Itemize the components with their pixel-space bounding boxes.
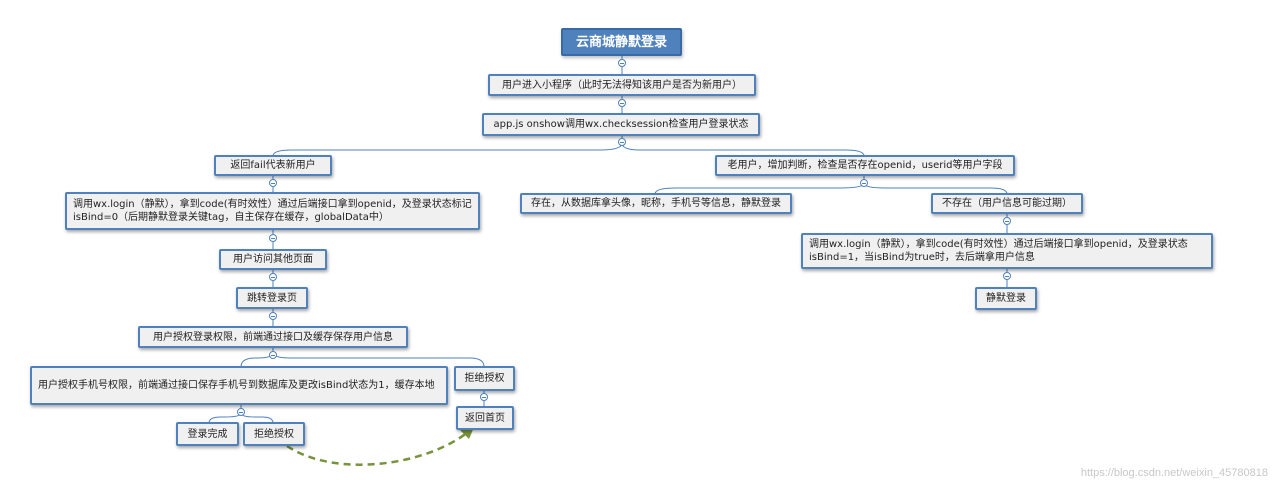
node-not-exists[interactable]: 不存在（用户信息可能过期） (931, 193, 1083, 214)
node-label: 跳转登录页 (247, 292, 297, 304)
root-node-label: 云商城静默登录 (575, 34, 667, 50)
collapse-toggle[interactable] (618, 99, 626, 107)
node-label: 拒绝授权 (254, 428, 294, 440)
node-right-wx-login[interactable]: 调用wx.login（静默），拿到code(有时效性）通过后端接口拿到openi… (801, 233, 1213, 269)
node-exists[interactable]: 存在，从数据库拿头像，昵称，手机号等信息，静默登录 (520, 193, 792, 214)
node-login-complete[interactable]: 登录完成 (176, 422, 239, 446)
collapse-toggle[interactable] (269, 351, 277, 359)
node-label: 用户授权手机号权限，前端通过接口保存手机号到数据库及更改isBind状态为1，缓… (38, 380, 435, 391)
node-jump-login-page[interactable]: 跳转登录页 (236, 287, 308, 309)
node-new-user[interactable]: 返回fail代表新用户 (214, 155, 332, 176)
node-label: 老用户，增加判断，检查是否存在openid，userid等用户字段 (727, 160, 1003, 171)
collapse-toggle[interactable] (1003, 217, 1011, 225)
collapse-toggle[interactable] (269, 312, 277, 320)
node-label: 用户授权登录权限，前端通过接口及缓存保存用户信息 (153, 331, 393, 343)
node-auth-phone[interactable]: 用户授权手机号权限，前端通过接口保存手机号到数据库及更改isBind状态为1，缓… (30, 366, 448, 405)
node-visit-other-page[interactable]: 用户访问其他页面 (219, 249, 327, 270)
node-old-user[interactable]: 老用户，增加判断，检查是否存在openid，userid等用户字段 (715, 155, 1015, 176)
collapse-toggle[interactable] (480, 393, 488, 401)
watermark: https://blog.csdn.net/weixin_45780818 (1080, 467, 1268, 479)
node-reject-auth-bottom[interactable]: 拒绝授权 (243, 422, 305, 446)
node-label: 返回fail代表新用户 (230, 160, 316, 171)
node-label: 用户访问其他页面 (233, 254, 313, 265)
collapse-toggle[interactable] (237, 408, 245, 416)
node-label: 存在，从数据库拿头像，昵称，手机号等信息，静默登录 (531, 198, 781, 209)
node-silent-login[interactable]: 静默登录 (975, 287, 1037, 310)
node-label: 静默登录 (986, 293, 1026, 304)
node-label: 用户进入小程序（此时无法得知该用户是否为新用户） (502, 79, 742, 91)
dashed-arrow (286, 431, 469, 466)
node-reject-auth-right[interactable]: 拒绝授权 (454, 366, 515, 391)
node-label: 不存在（用户信息可能过期） (942, 198, 1072, 209)
node-label: 拒绝授权 (464, 373, 505, 384)
node-check-session[interactable]: app.js onshow调用wx.checksession检查用户登录状态 (482, 113, 760, 136)
collapse-toggle[interactable] (860, 179, 868, 187)
node-auth-login[interactable]: 用户授权登录权限，前端通过接口及缓存保存用户信息 (138, 326, 408, 348)
collapse-toggle[interactable] (269, 273, 277, 281)
collapse-toggle[interactable] (269, 179, 277, 187)
node-label: 调用wx.login（静默），拿到code(有时效性）通过后端接口拿到openi… (73, 199, 472, 223)
node-enter-mini-program[interactable]: 用户进入小程序（此时无法得知该用户是否为新用户） (488, 74, 756, 96)
collapse-toggle[interactable] (269, 234, 277, 242)
root-node[interactable]: 云商城静默登录 (561, 28, 682, 56)
node-label: 登录完成 (187, 428, 228, 440)
node-label: 调用wx.login（静默），拿到code(有时效性）通过后端接口拿到openi… (809, 239, 1188, 263)
collapse-toggle[interactable] (618, 59, 626, 67)
node-return-home[interactable]: 返回首页 (456, 406, 514, 430)
collapse-toggle[interactable] (618, 138, 626, 146)
node-label: app.js onshow调用wx.checksession检查用户登录状态 (493, 119, 749, 130)
collapse-toggle[interactable] (1003, 272, 1011, 280)
node-left-wx-login[interactable]: 调用wx.login（静默），拿到code(有时效性）通过后端接口拿到openi… (65, 192, 480, 230)
node-label: 返回首页 (465, 412, 505, 424)
